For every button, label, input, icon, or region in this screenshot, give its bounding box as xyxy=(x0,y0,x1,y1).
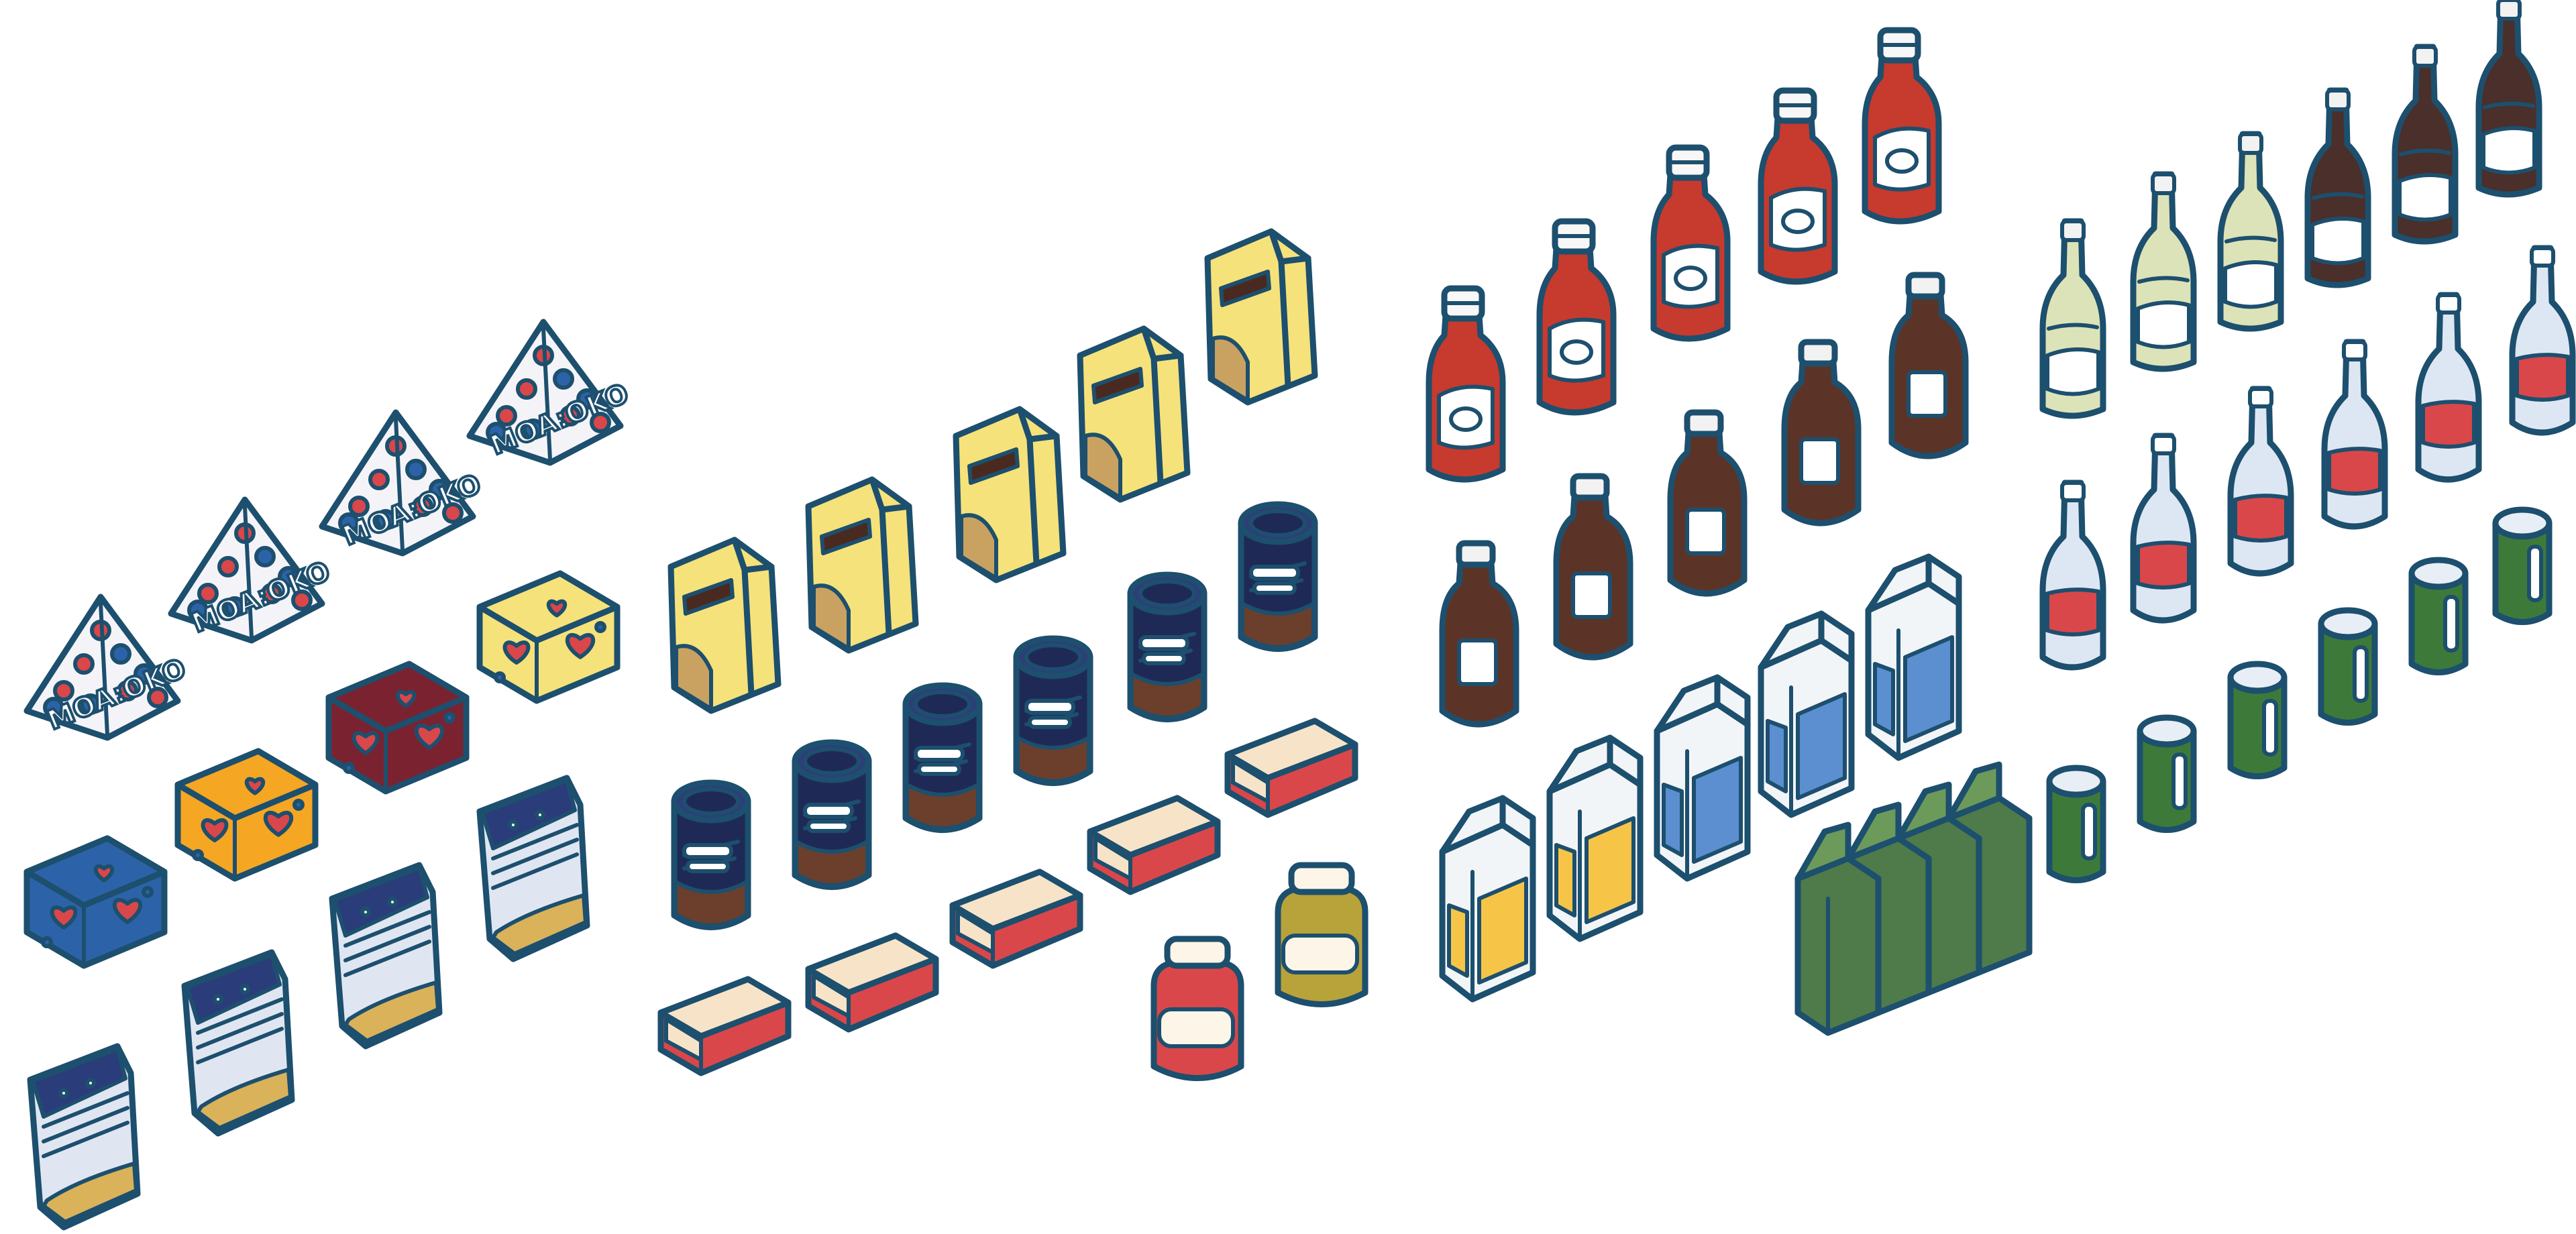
ketchup-bottle-icon xyxy=(1650,144,1731,342)
cocoa-can-icon xyxy=(671,779,751,930)
butter-box-icon xyxy=(657,976,792,1076)
cocoa-can-icon xyxy=(1238,501,1318,652)
cola-bottle-icon xyxy=(1439,540,1519,728)
beer-bottle-icon xyxy=(2217,131,2284,332)
cola-bottle-icon xyxy=(1888,272,1969,459)
heart-box-icon xyxy=(174,748,319,882)
cereal-bag-icon xyxy=(329,862,443,1050)
ketchup-bottle-icon xyxy=(1426,285,1506,483)
milk-carton-icon xyxy=(1654,674,1751,882)
cola-bottle-icon xyxy=(1553,473,1633,661)
coffee-bag-icon xyxy=(1204,228,1318,406)
soda-can-icon xyxy=(2318,607,2378,726)
heart-box-icon xyxy=(476,570,621,704)
coffee-bag-icon xyxy=(667,537,782,714)
jar-icon xyxy=(1275,862,1368,1007)
wine-bottle-icon xyxy=(2509,245,2576,436)
ketchup-bottle-icon xyxy=(1758,87,1838,285)
coffee-bag-icon xyxy=(805,476,919,654)
wine-bottle-icon xyxy=(2321,339,2388,530)
cocoa-can-icon xyxy=(792,739,872,890)
pyramid-snack-icon: MOA:OKO xyxy=(23,594,191,741)
cola-bottle-icon xyxy=(1781,339,1862,526)
milk-carton-icon xyxy=(1758,610,1855,818)
beer-bottle-icon xyxy=(2130,171,2197,372)
butter-box-icon xyxy=(949,868,1083,969)
soda-can-icon xyxy=(2046,765,2106,883)
milk-carton-icon xyxy=(1439,795,1536,1003)
cocoa-can-icon xyxy=(902,682,983,833)
wine-bottle-icon xyxy=(2415,292,2482,483)
wine-bottle-icon xyxy=(2130,433,2197,624)
butter-box-icon xyxy=(1087,795,1221,895)
cocoa-can-icon xyxy=(1013,635,1093,786)
heart-box-icon xyxy=(23,835,168,969)
beer-bottle-icon xyxy=(2039,218,2106,419)
beer-bottle-icon xyxy=(2392,44,2459,245)
butter-box-icon xyxy=(805,932,939,1033)
beer-bottle-icon xyxy=(2304,87,2371,288)
milk-carton-icon xyxy=(1865,553,1962,761)
cereal-bag-icon xyxy=(181,949,295,1137)
soda-can-icon xyxy=(2137,714,2197,833)
pyramid-snack-icon: MOA:OKO xyxy=(319,409,486,557)
soda-can-icon xyxy=(2227,661,2288,779)
wine-bottle-icon xyxy=(2039,480,2106,671)
coffee-bag-icon xyxy=(953,406,1067,583)
ketchup-bottle-icon xyxy=(1536,218,1617,416)
cereal-bag-icon xyxy=(476,775,590,962)
soda-can-icon xyxy=(2408,557,2469,675)
soda-can-icon xyxy=(2492,506,2553,625)
pyramid-snack-icon: MOA:OKO xyxy=(168,496,335,644)
cocoa-can-icon xyxy=(1127,571,1208,722)
heart-box-icon xyxy=(325,661,470,795)
milk-carton-icon xyxy=(1546,734,1644,942)
butter-box-icon xyxy=(1224,718,1358,818)
jar-icon xyxy=(1150,936,1244,1081)
carton-pack-icon xyxy=(1794,761,2033,1036)
beer-bottle-icon xyxy=(2475,0,2542,198)
ketchup-bottle-icon xyxy=(1862,27,1942,225)
wine-bottle-icon xyxy=(2227,386,2294,577)
coffee-bag-icon xyxy=(1077,325,1191,503)
cereal-bag-icon xyxy=(27,1043,141,1231)
cola-bottle-icon xyxy=(1667,409,1748,597)
pyramid-snack-icon: MOA:OKO xyxy=(466,319,634,466)
